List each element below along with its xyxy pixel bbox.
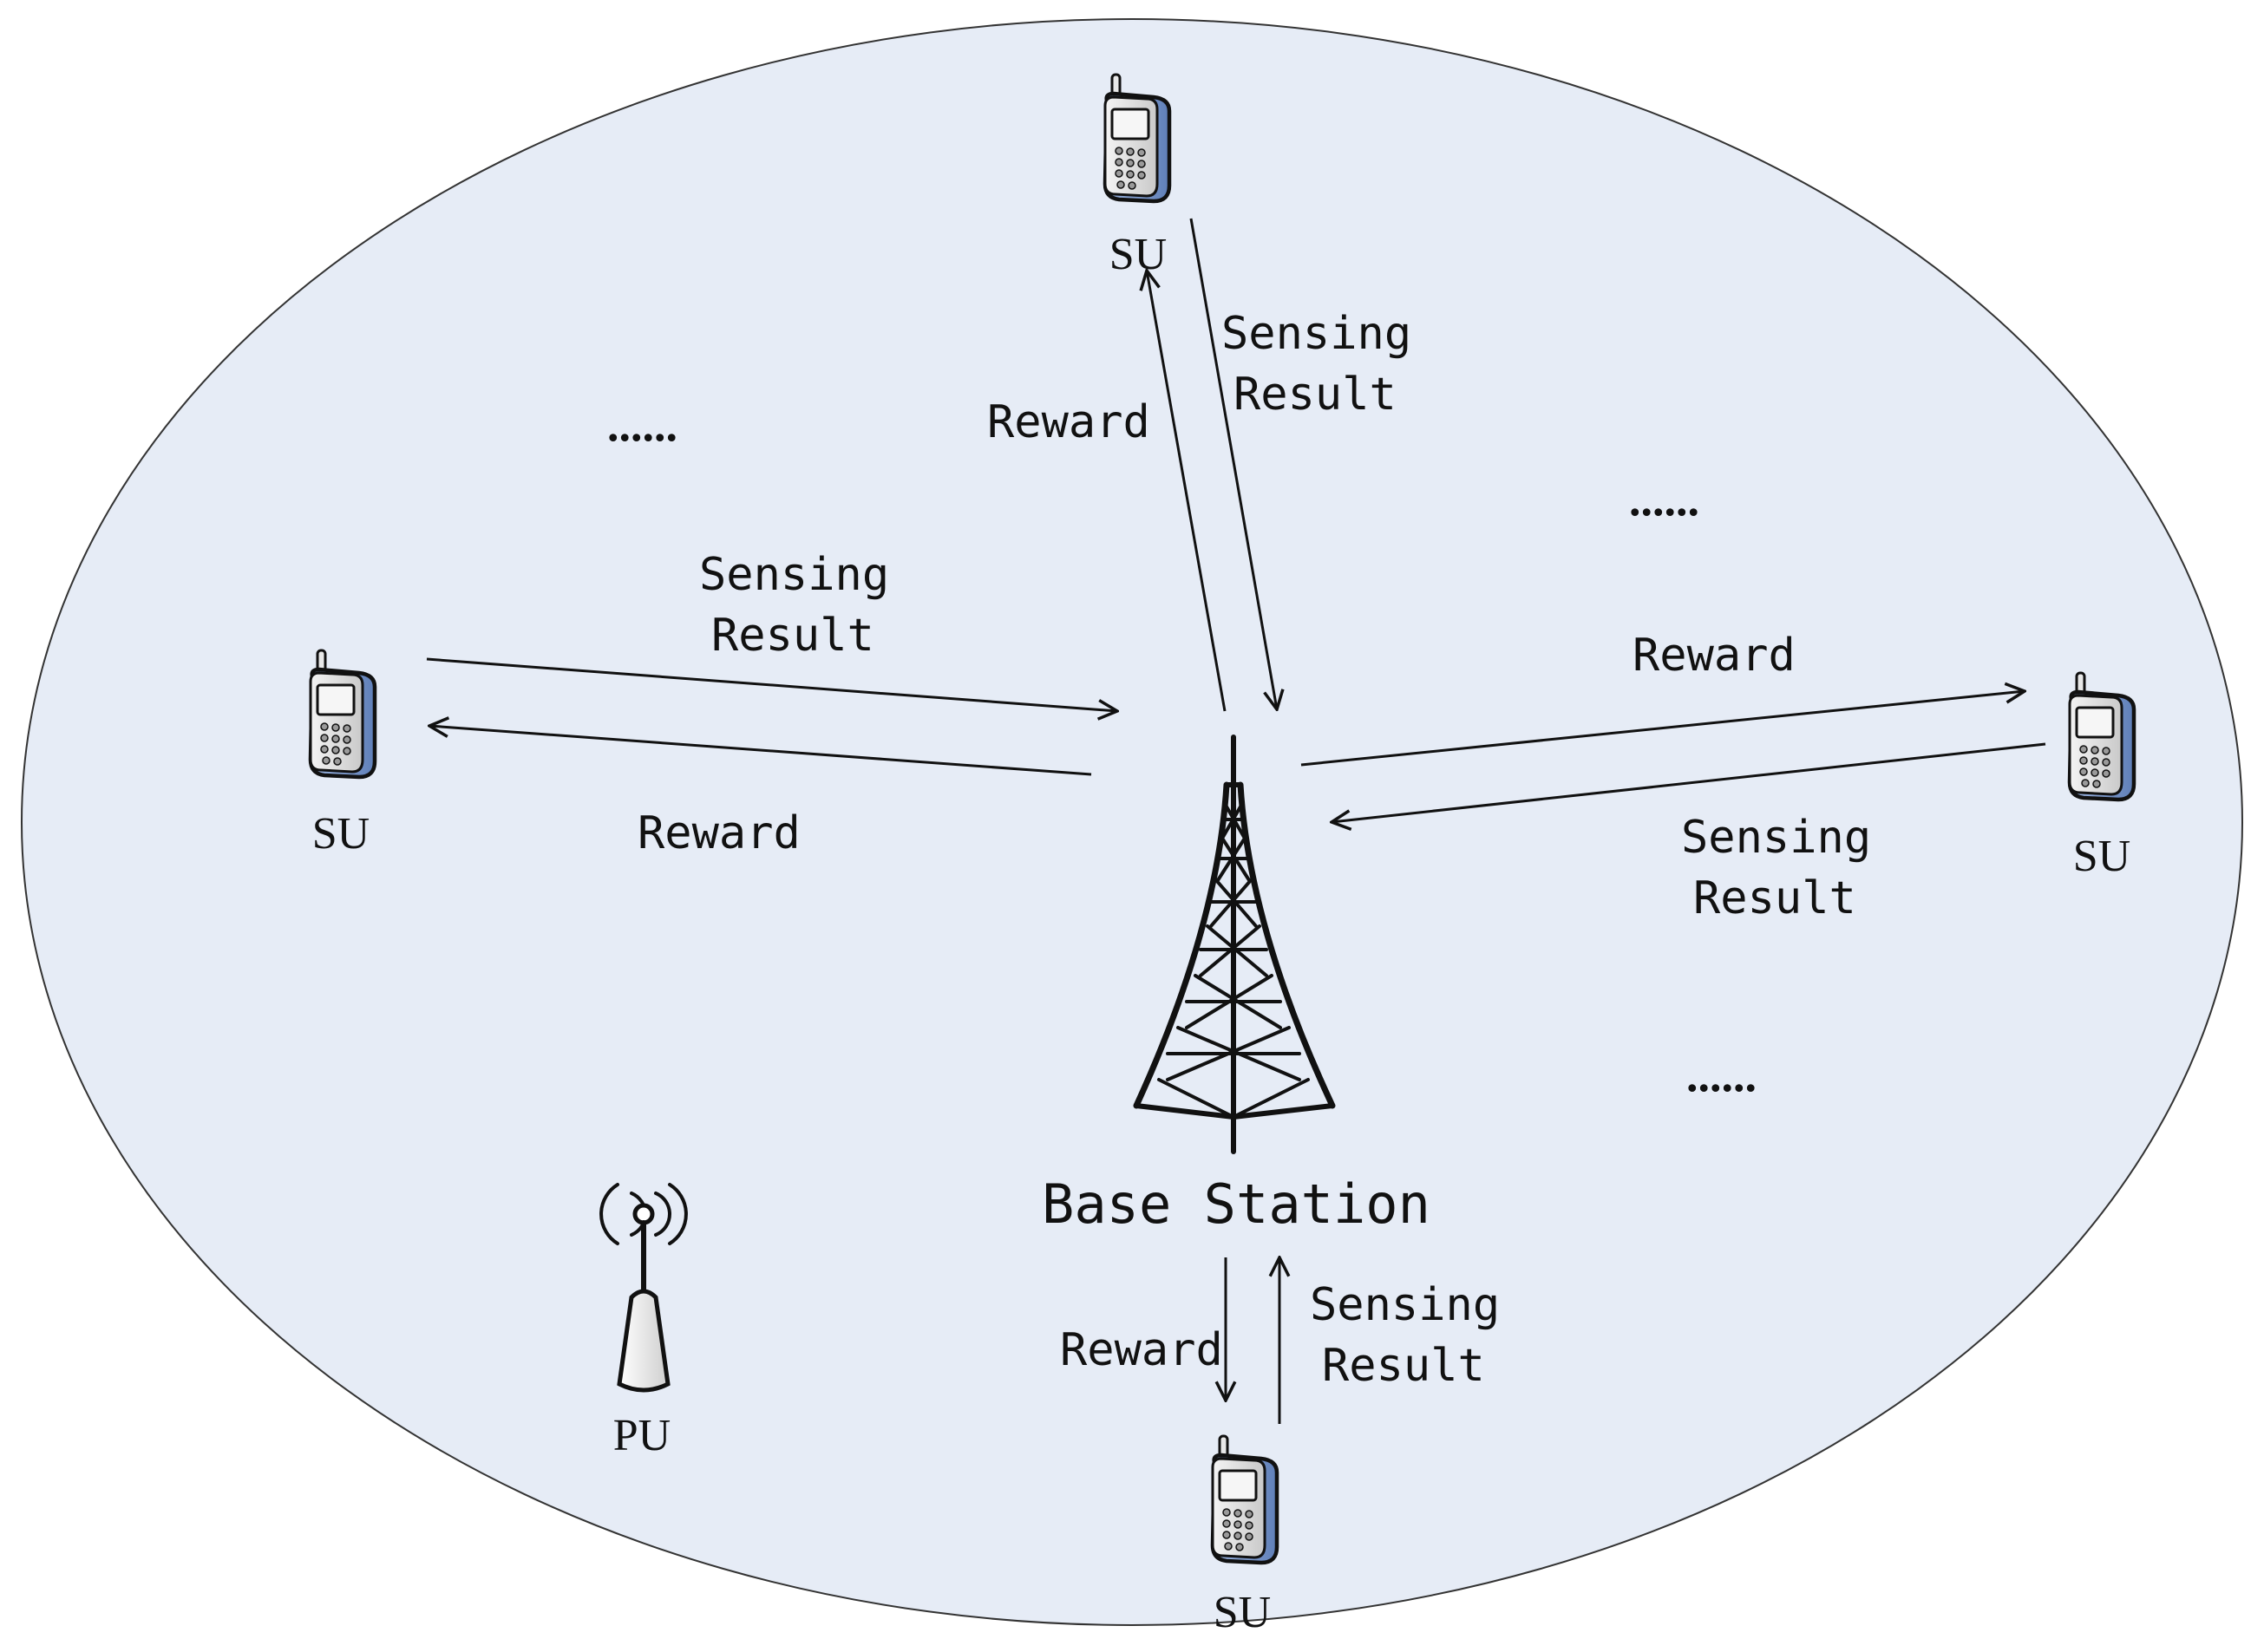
left-sensing-label-1: Sensing <box>699 549 889 601</box>
bottom-reward-label: Reward <box>1060 1324 1223 1376</box>
su-label-left: SU <box>312 809 370 859</box>
right-reward-label: Reward <box>1633 630 1796 682</box>
bottom-sensing-label-1: Sensing <box>1310 1279 1500 1331</box>
base-station-tower-icon <box>1133 735 1336 1154</box>
top-sensing-label-1: Sensing <box>1221 308 1411 360</box>
bottom-sensing-label-2: Result <box>1322 1340 1485 1392</box>
pu-antenna-icon <box>599 1183 688 1393</box>
top-reward-label: Reward <box>987 396 1150 448</box>
top-reward-arrow <box>1147 271 1227 712</box>
coverage-cell <box>21 18 2243 1626</box>
su-label-right: SU <box>2073 832 2130 881</box>
ellipsis-lower-right: ...... <box>1686 1049 1757 1101</box>
top-sensing-label-2: Result <box>1233 369 1397 421</box>
right-sensing-arrow <box>1332 742 2046 822</box>
left-sensing-label-2: Result <box>711 610 874 662</box>
ellipsis-upper-right: ...... <box>1629 473 1699 526</box>
left-reward-arrow <box>429 726 1092 776</box>
left-reward-label: Reward <box>638 807 801 859</box>
pu-label: PU <box>613 1411 671 1460</box>
su-label-top: SU <box>1109 230 1167 279</box>
left-sensing-arrow <box>426 657 1117 711</box>
right-sensing-label-1: Sensing <box>1681 812 1871 864</box>
su-label-bottom: SU <box>1214 1588 1271 1637</box>
right-sensing-label-2: Result <box>1693 872 1856 924</box>
top-sensing-arrow <box>1189 218 1277 709</box>
right-reward-arrow <box>1300 691 2025 767</box>
base-station-label: Base Station <box>1042 1172 1430 1236</box>
ellipsis-upper-left: ...... <box>607 399 677 451</box>
